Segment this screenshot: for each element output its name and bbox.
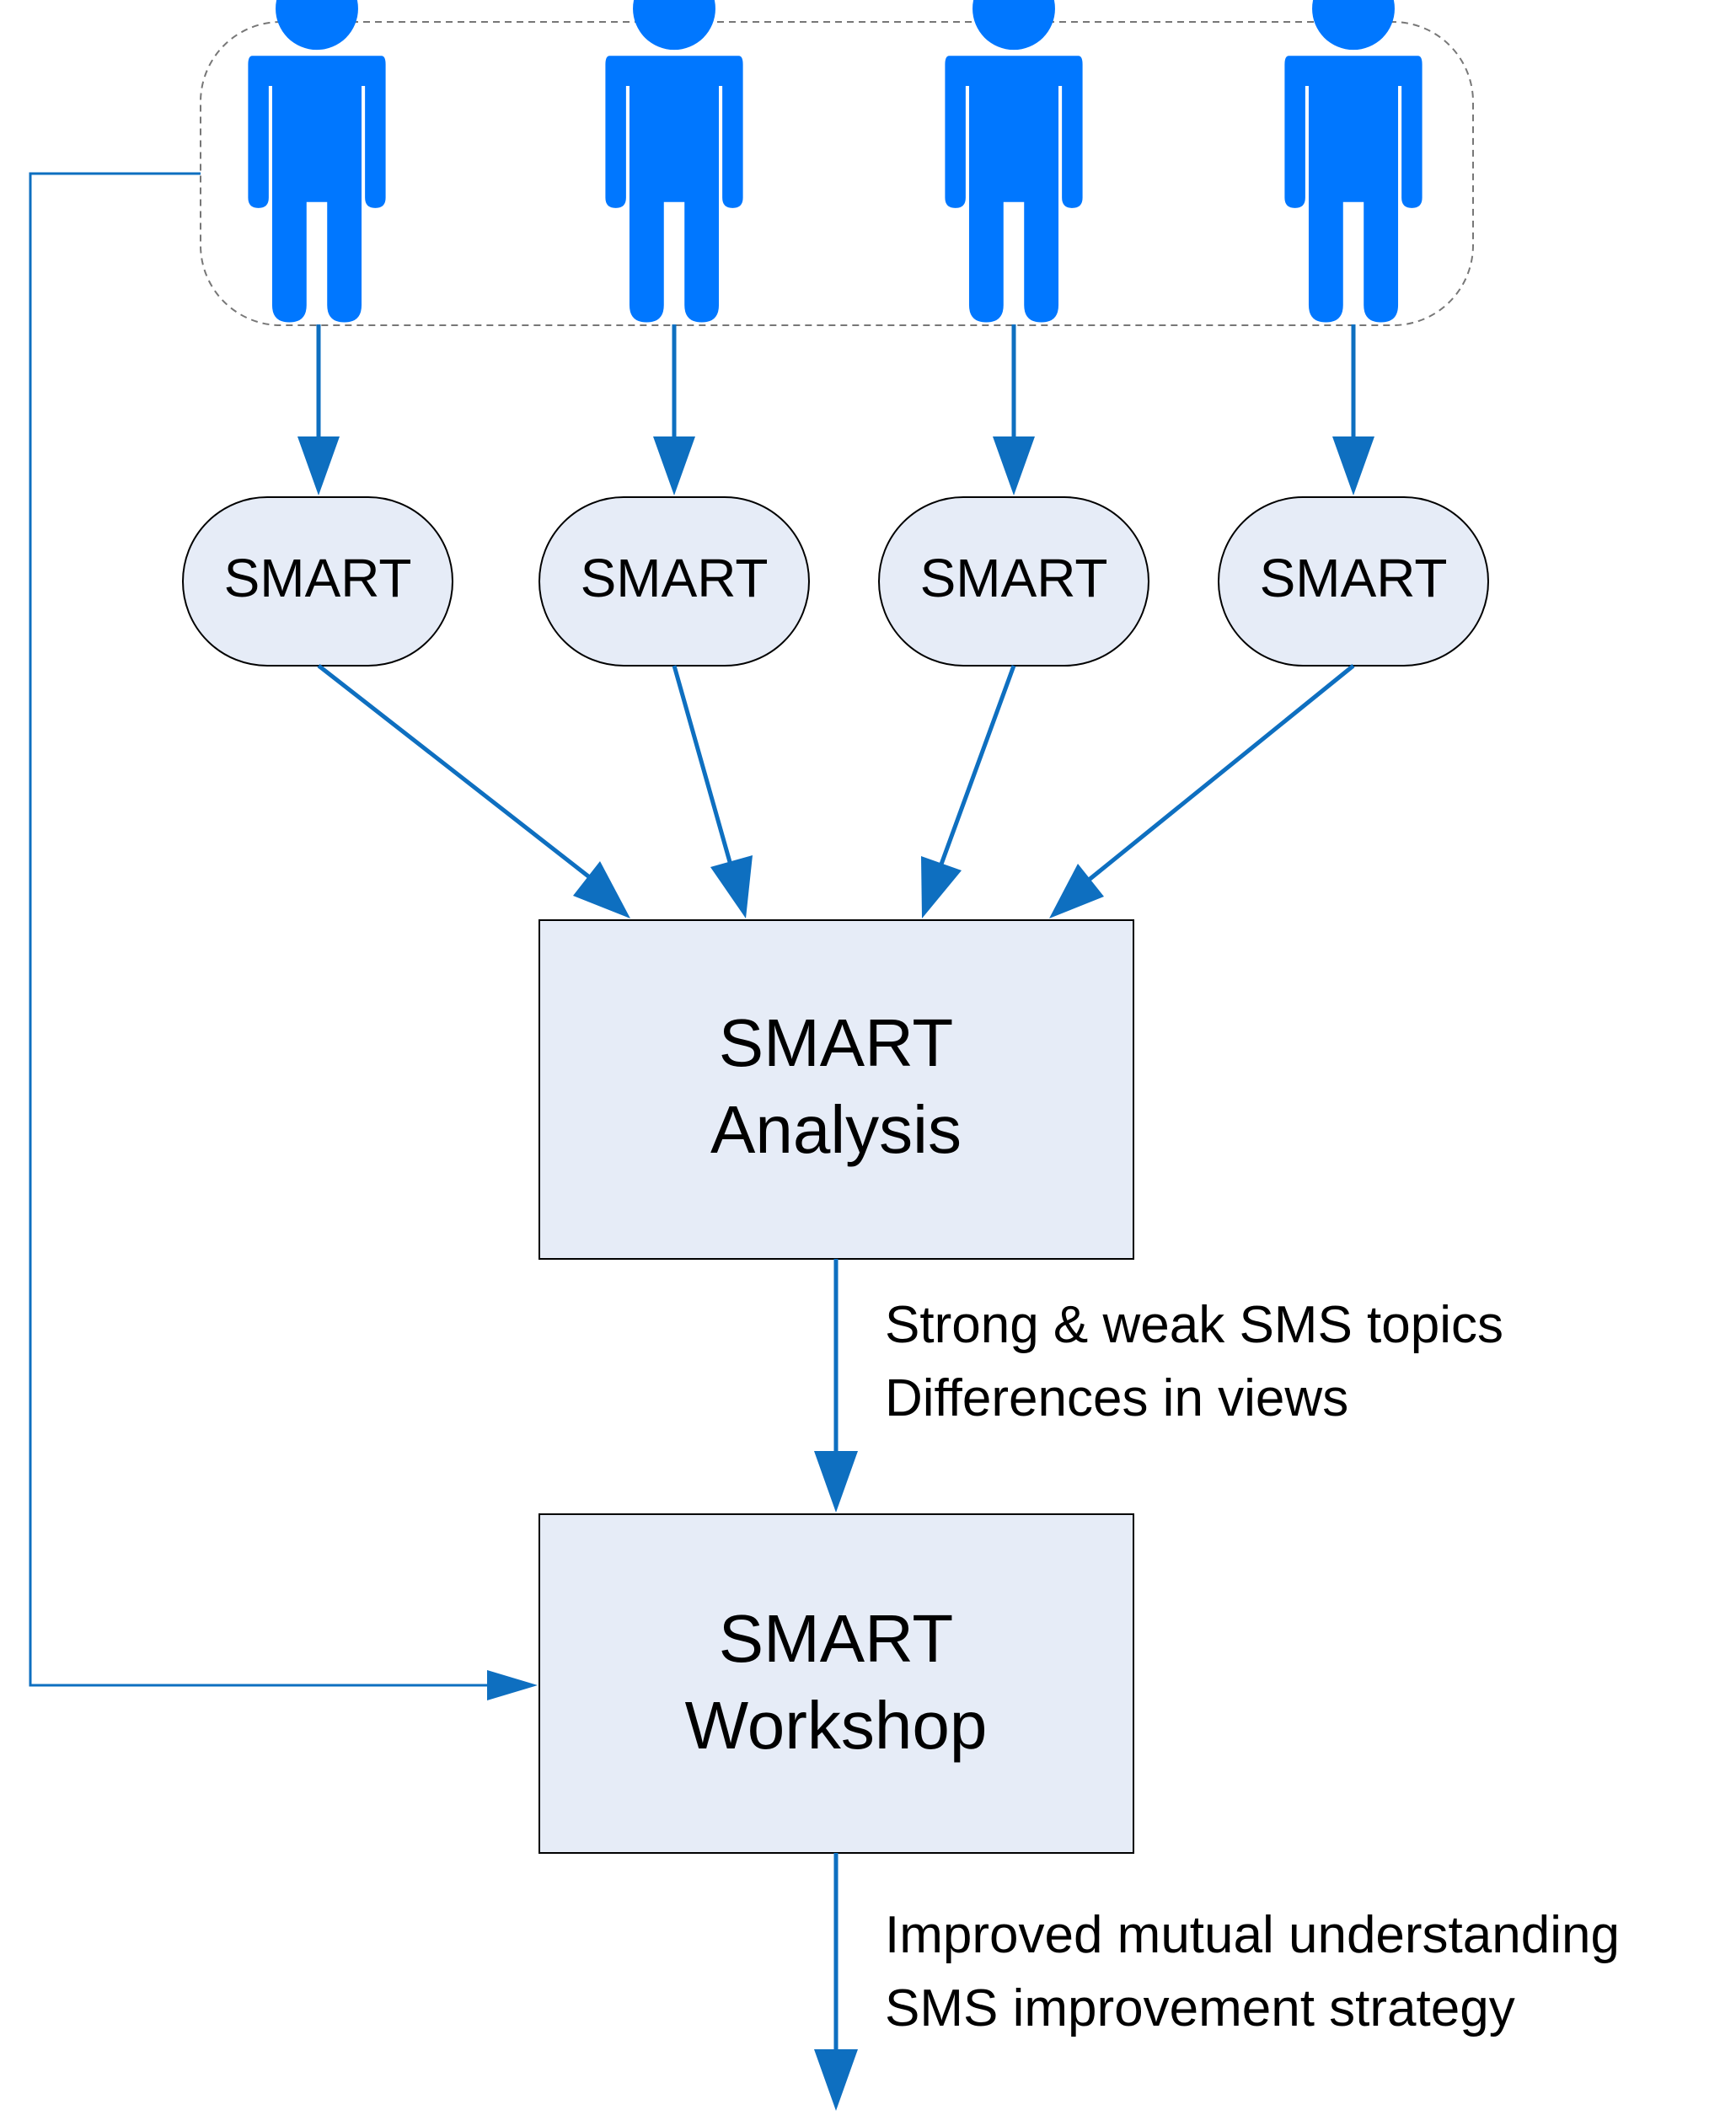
arrowhead-node-1	[573, 861, 630, 918]
workshop-box: SMART Workshop	[538, 1513, 1134, 1854]
analysis-output-line-1: Strong & weak SMS topics	[885, 1296, 1503, 1354]
arrow-node-2	[672, 665, 734, 869]
person-icon	[605, 0, 743, 323]
arrow-node-4	[1086, 664, 1355, 882]
smart-node-3: SMART	[878, 496, 1149, 667]
analysis-output-line-2: Differences in views	[885, 1369, 1348, 1427]
analysis-to-workshop-arrowhead	[814, 1451, 858, 1513]
workshop-output-line-2: SMS improvement strategy	[885, 1979, 1515, 2037]
participant-arrows	[297, 324, 1374, 495]
workshop-output-line-1: Improved mutual understanding	[885, 1906, 1620, 1964]
arrowhead-node-2	[710, 855, 753, 918]
arrowhead-person-3	[993, 436, 1035, 495]
smart-node-label: SMART	[224, 548, 412, 608]
analysis-box: SMART Analysis	[538, 919, 1134, 1260]
arrowhead-node-3	[921, 856, 962, 918]
analysis-box-title: SMART	[719, 1005, 954, 1080]
smart-node-shape	[182, 496, 453, 667]
analysis-box-shape	[538, 919, 1134, 1260]
smart-node-label: SMART	[1260, 548, 1448, 608]
feedback-connector	[29, 172, 497, 1687]
smart-node-label: SMART	[581, 548, 769, 608]
arrowhead-person-4	[1332, 436, 1374, 495]
arrowhead-person-2	[653, 436, 695, 495]
person-icon	[945, 0, 1083, 323]
smart-node-label: SMART	[920, 548, 1108, 608]
arrowhead-node-4	[1049, 864, 1104, 918]
node-to-analysis-arrows	[317, 664, 1355, 918]
workshop-output-arrowhead	[814, 2049, 858, 2111]
smart-node-1: SMART	[182, 496, 453, 667]
workshop-box-title: SMART	[719, 1601, 954, 1676]
arrow-node-3	[937, 665, 1016, 870]
participant-group	[200, 21, 1474, 326]
person-icon	[248, 0, 386, 323]
feedback-arrowhead	[487, 1670, 538, 1700]
smart-node-2: SMART	[538, 496, 810, 667]
arrowhead-person-1	[297, 436, 340, 495]
analysis-box-subtitle: Analysis	[710, 1092, 962, 1167]
workshop-box-shape	[538, 1513, 1134, 1854]
smart-node-4: SMART	[1218, 496, 1489, 667]
workshop-box-subtitle: Workshop	[685, 1688, 988, 1763]
arrow-node-1	[317, 664, 593, 881]
person-icon	[1284, 0, 1423, 323]
